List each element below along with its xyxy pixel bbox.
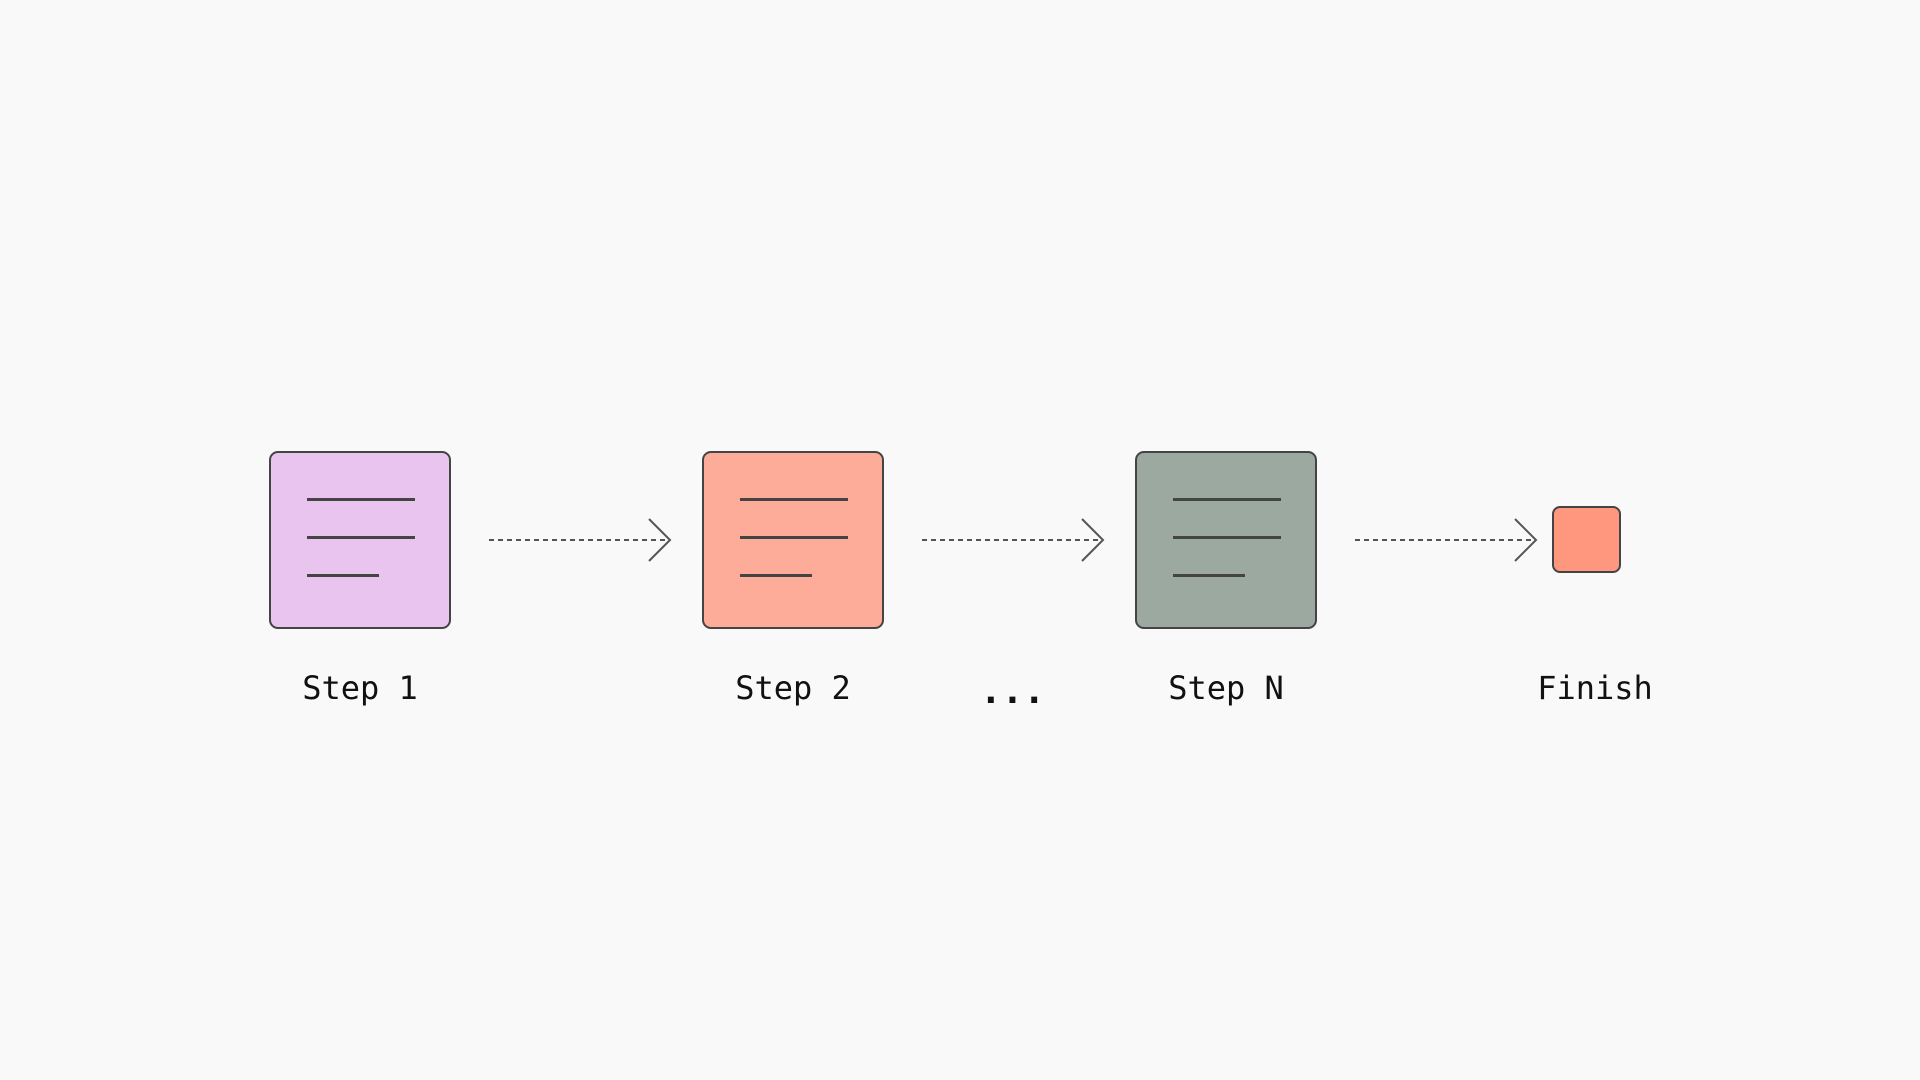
- arrow-right-icon: [489, 518, 672, 562]
- arrow-right-icon: [1355, 518, 1538, 562]
- arrow-right-icon: [922, 518, 1105, 562]
- text-line-icon: [307, 574, 379, 577]
- text-line-icon: [1173, 498, 1281, 501]
- step-2-label: Step 2: [735, 669, 851, 707]
- step-n-label: Step N: [1168, 669, 1284, 707]
- text-line-icon: [307, 536, 415, 539]
- step-1-label: Step 1: [302, 669, 418, 707]
- text-line-icon: [1173, 574, 1245, 577]
- step-n-box: [1135, 451, 1317, 629]
- text-line-icon: [1173, 536, 1281, 539]
- finish-label: Finish: [1537, 669, 1653, 707]
- text-line-icon: [740, 536, 848, 539]
- finish-box: [1552, 506, 1621, 573]
- text-line-icon: [307, 498, 415, 501]
- ellipsis: ...: [980, 671, 1046, 712]
- text-line-icon: [740, 574, 812, 577]
- text-line-icon: [740, 498, 848, 501]
- step-1-box: [269, 451, 451, 629]
- step-2-box: [702, 451, 884, 629]
